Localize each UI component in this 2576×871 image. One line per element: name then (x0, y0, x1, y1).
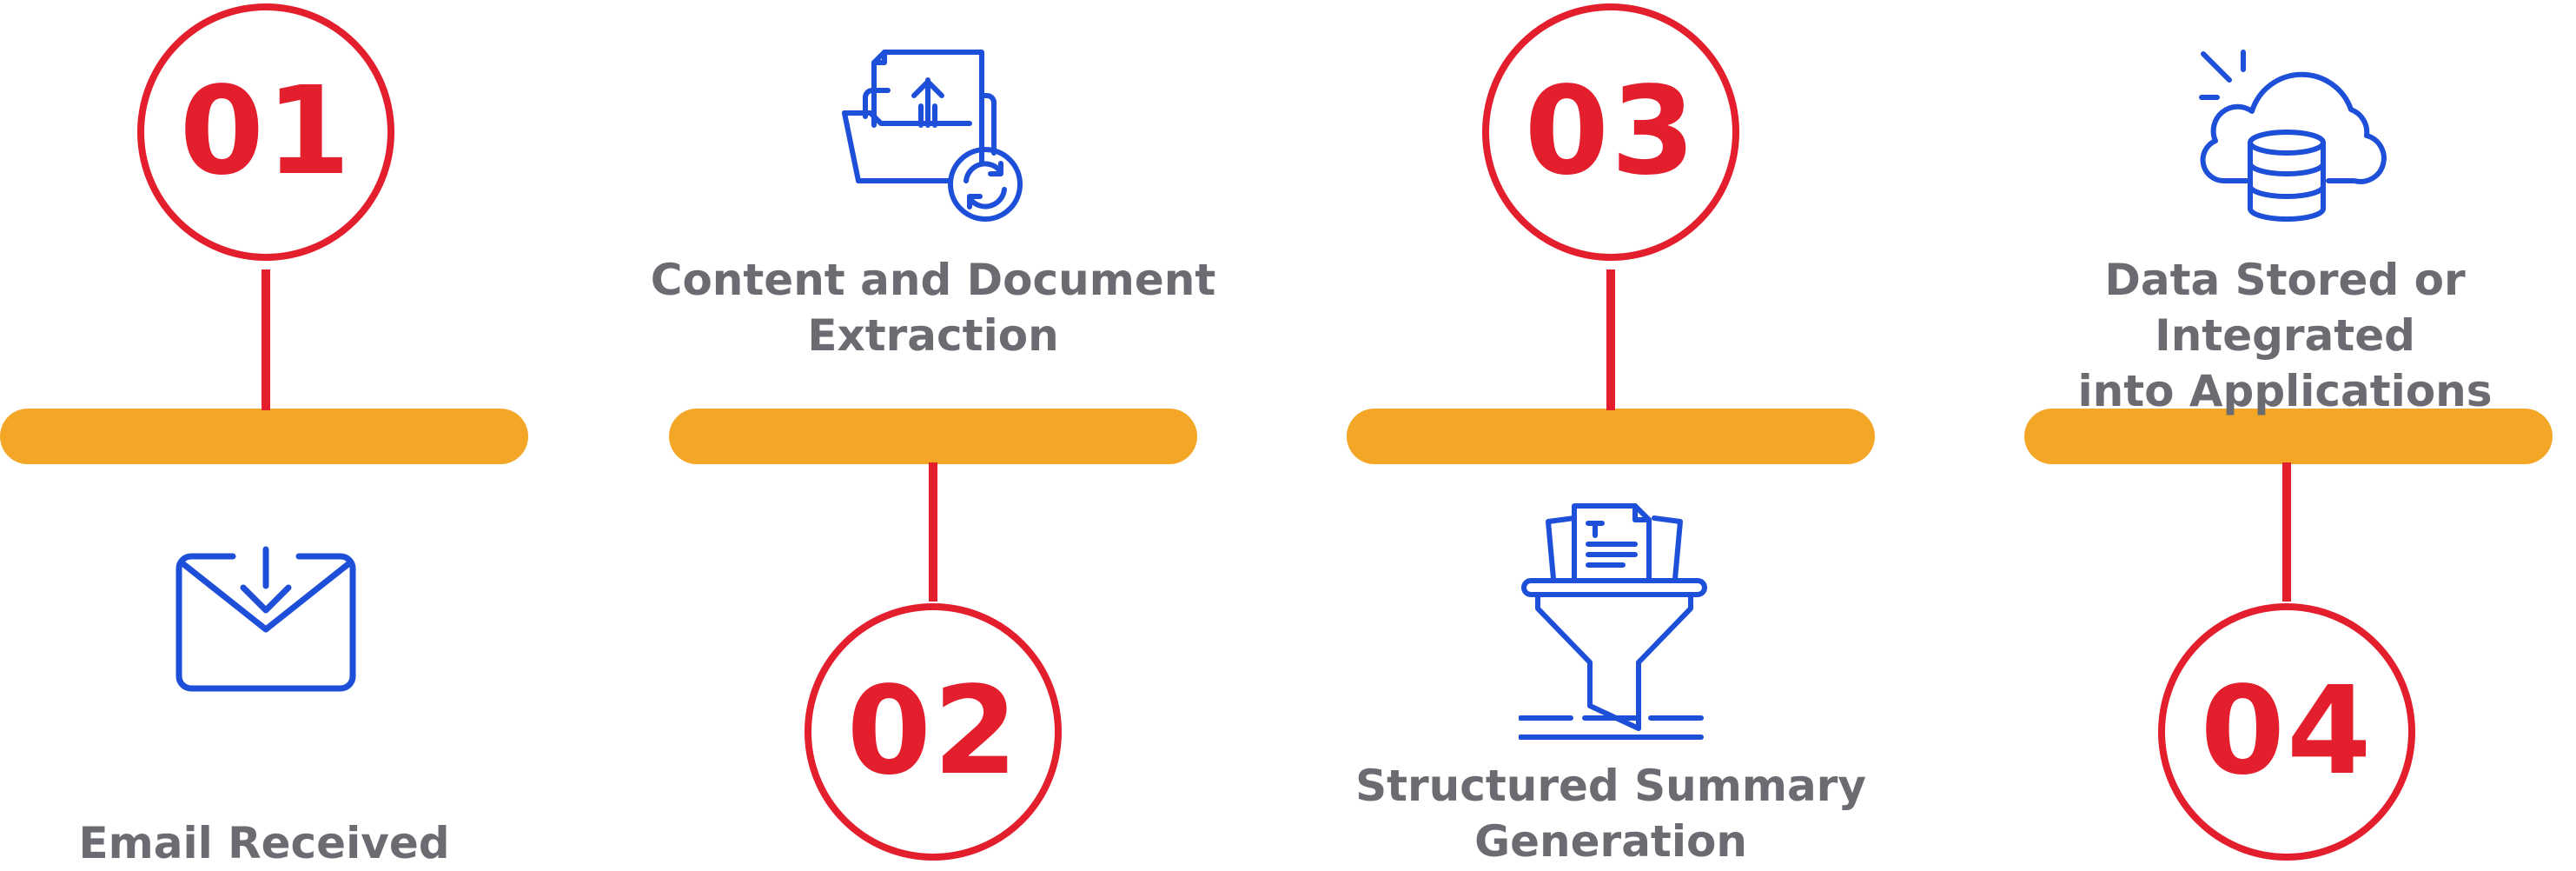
step-label-line: Extraction (807, 310, 1059, 361)
timeline-bar-2 (669, 409, 1197, 464)
step-number-circle-3: 03 (1482, 3, 1739, 261)
timeline-bar-3 (1347, 409, 1875, 464)
connector-stem-3 (1606, 269, 1615, 410)
timeline-bar-1 (0, 409, 528, 464)
filter-funnel-icon (1519, 501, 1710, 753)
connector-stem-1 (262, 269, 270, 410)
step-number: 01 (179, 61, 353, 203)
step-label-line: Generation (1474, 816, 1747, 867)
step-label-3: Structured Summary Generation (1298, 758, 1924, 869)
step-label-2: Content and Document Extraction (620, 252, 1246, 363)
step-number-circle-4: 04 (2158, 603, 2415, 861)
step-label-line: into Applications (2077, 366, 2493, 416)
connector-stem-2 (929, 462, 937, 602)
step-label-4: Data Stored or Integrated into Applicati… (1972, 252, 2576, 419)
step-label-line: Content and Document (650, 255, 1216, 305)
step-number: 04 (2200, 661, 2374, 802)
step-label-line: Data Stored or Integrated (2104, 255, 2466, 361)
document-extraction-icon (839, 42, 1030, 224)
email-download-icon (170, 546, 361, 694)
cloud-database-icon (2198, 49, 2389, 223)
step-label-line: Structured Summary (1355, 761, 1866, 811)
connector-stem-4 (2282, 462, 2291, 602)
step-number-circle-2: 02 (805, 603, 1062, 861)
step-label-line: Email Received (78, 818, 450, 868)
timeline-bar-4 (2024, 409, 2553, 464)
step-label-1: Email Received (0, 815, 577, 871)
step-number-circle-1: 01 (137, 3, 394, 261)
step-number: 03 (1524, 61, 1698, 203)
step-number: 02 (846, 661, 1020, 802)
